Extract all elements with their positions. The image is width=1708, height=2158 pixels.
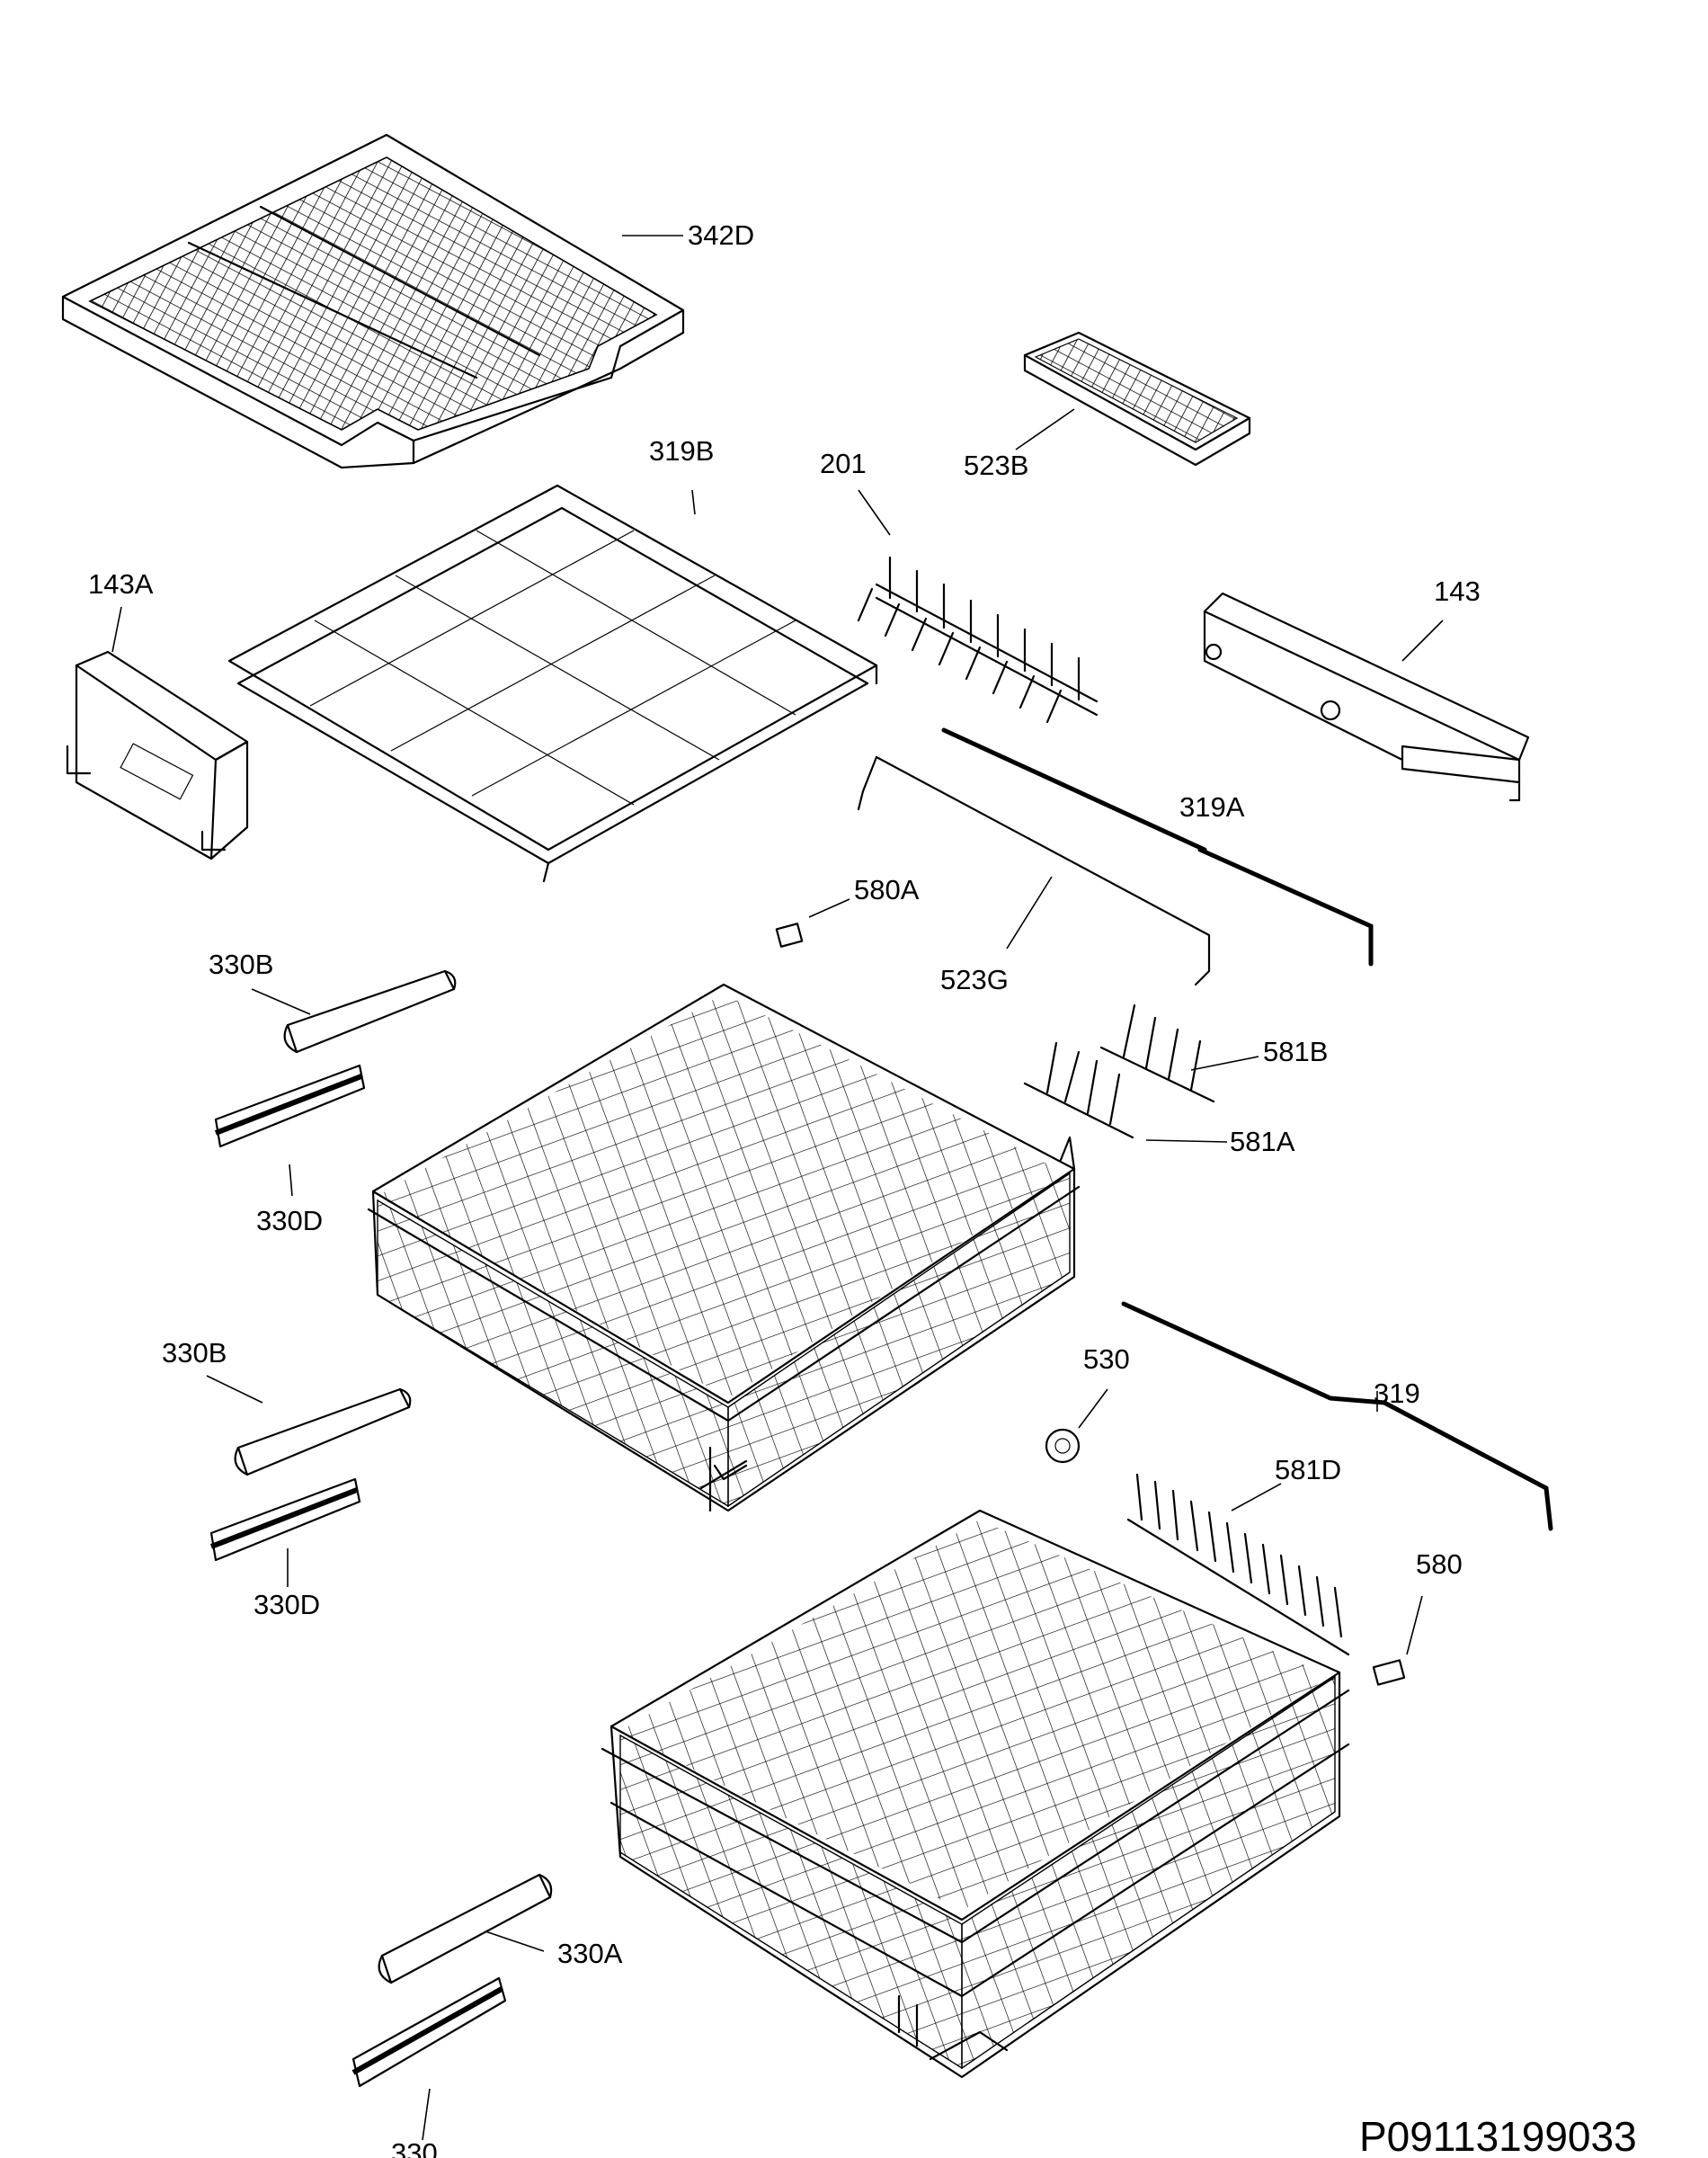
label-143: 143 bbox=[1434, 575, 1481, 607]
label-581A: 581A bbox=[1230, 1126, 1295, 1157]
label-342D: 342D bbox=[688, 219, 754, 251]
label-580A: 580A bbox=[854, 874, 920, 905]
part-330D-lower-strip[interactable] bbox=[209, 1477, 361, 1562]
label-330D-lower: 330D bbox=[254, 1589, 320, 1620]
part-330D-upper-strip[interactable] bbox=[214, 1064, 366, 1148]
label-319B: 319B bbox=[649, 435, 714, 467]
part-330-strip[interactable] bbox=[351, 1976, 507, 2088]
label-330B-lower: 330B bbox=[162, 1337, 227, 1369]
part-lower-basket[interactable] bbox=[600, 1509, 1350, 2079]
part-530-wheel[interactable] bbox=[1045, 1428, 1081, 1464]
label-143A: 143A bbox=[88, 568, 154, 600]
part-523G-rod[interactable] bbox=[857, 755, 1211, 986]
part-330A-strip[interactable] bbox=[378, 1873, 553, 1984]
label-319: 319 bbox=[1374, 1378, 1420, 1409]
label-319A: 319A bbox=[1179, 791, 1245, 823]
label-201: 201 bbox=[820, 448, 867, 479]
label-580: 580 bbox=[1416, 1548, 1463, 1580]
label-523G: 523G bbox=[940, 964, 1009, 995]
part-581D-tine-row[interactable] bbox=[1126, 1473, 1350, 1656]
part-319A-bar[interactable] bbox=[941, 727, 1374, 967]
label-330D-upper: 330D bbox=[256, 1205, 323, 1236]
part-143A-end-cap[interactable] bbox=[66, 650, 249, 861]
part-580A-clip[interactable] bbox=[775, 923, 804, 948]
part-201-tines[interactable] bbox=[857, 556, 1099, 724]
label-330: 330 bbox=[391, 2137, 438, 2158]
part-upper-basket[interactable] bbox=[367, 983, 1081, 1512]
label-330A: 330A bbox=[557, 1938, 623, 1969]
part-330B-upper-strip[interactable] bbox=[283, 969, 457, 1054]
part-143-rail[interactable] bbox=[1203, 592, 1530, 802]
part-581-tine-set[interactable] bbox=[1023, 1003, 1215, 1139]
part-labels: 342D 523B 319B 201 143A 143 319A 580A 52… bbox=[88, 219, 1481, 2158]
label-530: 530 bbox=[1083, 1343, 1130, 1375]
part-319B-upper-rack[interactable] bbox=[227, 484, 878, 883]
label-330B-upper: 330B bbox=[209, 949, 273, 980]
part-580-clip[interactable] bbox=[1372, 1659, 1406, 1686]
leader-lines bbox=[111, 235, 1444, 2141]
label-523B: 523B bbox=[964, 450, 1028, 481]
part-319-bar[interactable] bbox=[1121, 1301, 1553, 1531]
label-581D: 581D bbox=[1275, 1454, 1341, 1485]
document-id: P09113199033 bbox=[1359, 2113, 1637, 2158]
label-581B: 581B bbox=[1263, 1036, 1328, 1067]
part-330B-lower-strip[interactable] bbox=[234, 1387, 412, 1476]
part-342D-cutlery-tray[interactable] bbox=[61, 133, 685, 469]
part-523B-insert[interactable] bbox=[1023, 331, 1251, 467]
